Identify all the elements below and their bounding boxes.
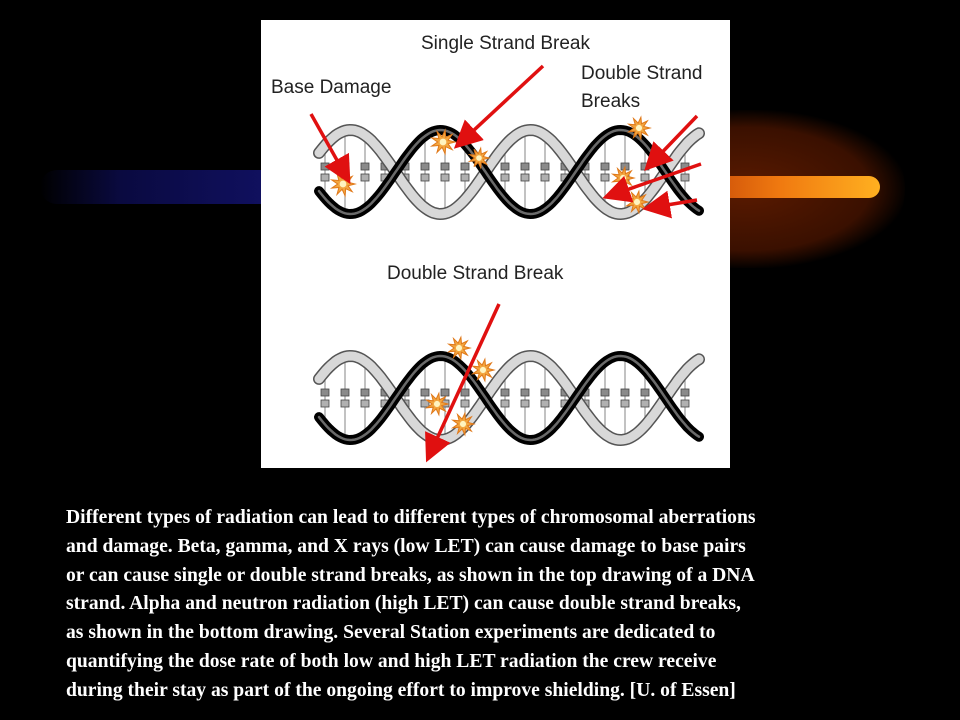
damage-burst-core (619, 174, 627, 182)
radiation-beam-left (40, 170, 270, 204)
top-helix-base-block (420, 173, 430, 182)
top-helix-base-block (600, 173, 610, 182)
top-helix-base-block (500, 162, 510, 171)
bottom-helix-base-block (320, 399, 330, 408)
label-double-strand-breaks-line1: Double Strand (581, 63, 703, 84)
top-helix-base-block (320, 173, 330, 182)
bottom-helix-base-block (520, 399, 530, 408)
dna-illustration (309, 64, 705, 463)
damage-burst-core (479, 366, 487, 374)
radiation-beam-right (700, 176, 880, 198)
label-double-strand-break: Double Strand Break (387, 263, 564, 284)
bottom-helix-base-block (340, 388, 350, 397)
base-damage-arrow (309, 113, 351, 185)
top-helix-base-block (360, 162, 370, 171)
top-helix-base-block (500, 173, 510, 182)
damage-burst-core (339, 180, 347, 188)
top-helix-base-block (540, 173, 550, 182)
top-helix-base-block (540, 162, 550, 171)
damage-burst-core (459, 420, 467, 428)
bottom-helix-base-block (520, 388, 530, 397)
bottom-helix-base-block (540, 399, 550, 408)
top-helix-base-block (640, 173, 650, 182)
single-strand-break-arrow (453, 64, 545, 149)
damage-burst-core (433, 400, 441, 408)
label-base-damage: Base Damage (271, 77, 392, 98)
bottom-helix-base-block (680, 399, 690, 408)
top-helix-base-block (440, 173, 450, 182)
top-helix-base-block (320, 162, 330, 171)
bottom-helix-base-block (320, 388, 330, 397)
caption-line: strand. Alpha and neutron radiation (hig… (66, 593, 741, 615)
top-helix-base-block (360, 173, 370, 182)
caption-line: as shown in the bottom drawing. Several … (66, 622, 716, 644)
bottom-helix-base-block (500, 399, 510, 408)
top-helix-base-block (420, 162, 430, 171)
damage-burst-core (439, 138, 447, 146)
caption-line: during their stay as part of the ongoing… (66, 679, 736, 701)
bottom-helix-base-block (640, 399, 650, 408)
top-helix-base-block (640, 162, 650, 171)
damage-burst-core (635, 124, 643, 132)
bottom-helix-base-block (500, 388, 510, 397)
top-helix-base-block (440, 162, 450, 171)
caption-line: or can cause single or double strand bre… (66, 564, 755, 586)
damage-burst-core (455, 344, 463, 352)
bottom-helix-base-block (460, 399, 470, 408)
top-helix-base-block (680, 173, 690, 182)
damage-burst-core (476, 155, 482, 161)
caption-line: and damage. Beta, gamma, and X rays (low… (66, 535, 746, 557)
bottom-helix-base-block (460, 388, 470, 397)
top-helix-base-block (520, 173, 530, 182)
bottom-helix-base-block (340, 399, 350, 408)
top-helix-base-block (520, 162, 530, 171)
bottom-double-strand-break-arrow (425, 303, 501, 463)
bottom-helix-base-block (420, 388, 430, 397)
bottom-helix-base-block (360, 399, 370, 408)
label-single-strand-break: Single Strand Break (421, 33, 590, 54)
top-helix-strand-back (314, 125, 704, 219)
top-helix-base-block (460, 162, 470, 171)
caption-text: Different types of radiation can lead to… (66, 504, 946, 706)
double-strand-break-arrow (644, 114, 699, 172)
bottom-helix-base-block (440, 388, 450, 397)
bottom-helix-base-block (620, 388, 630, 397)
double-strand-break-arrow (642, 190, 698, 219)
dna-damage-diagram: Single Strand Break Base Damage Double S… (261, 20, 730, 468)
bottom-helix-strand-back (314, 351, 704, 445)
bottom-helix-base-block (680, 388, 690, 397)
bottom-helix-base-block (540, 388, 550, 397)
caption-line: quantifying the dose rate of both low an… (66, 650, 717, 672)
bottom-helix-base-block (620, 399, 630, 408)
bottom-helix-base-block (360, 388, 370, 397)
bottom-helix-base-block (640, 388, 650, 397)
top-helix-base-block (600, 162, 610, 171)
damage-burst-core (633, 198, 641, 206)
label-double-strand-breaks-line2: Breaks (581, 91, 641, 112)
bottom-helix-base-block (600, 399, 610, 408)
bottom-helix-base-block (600, 388, 610, 397)
bottom-helix-strand-front-highlight (317, 354, 701, 442)
double-strand-break-arrow (602, 162, 702, 203)
caption-line: Different types of radiation can lead to… (66, 507, 756, 528)
top-helix-base-block (460, 173, 470, 182)
bottom-helix-base-block (420, 399, 430, 408)
